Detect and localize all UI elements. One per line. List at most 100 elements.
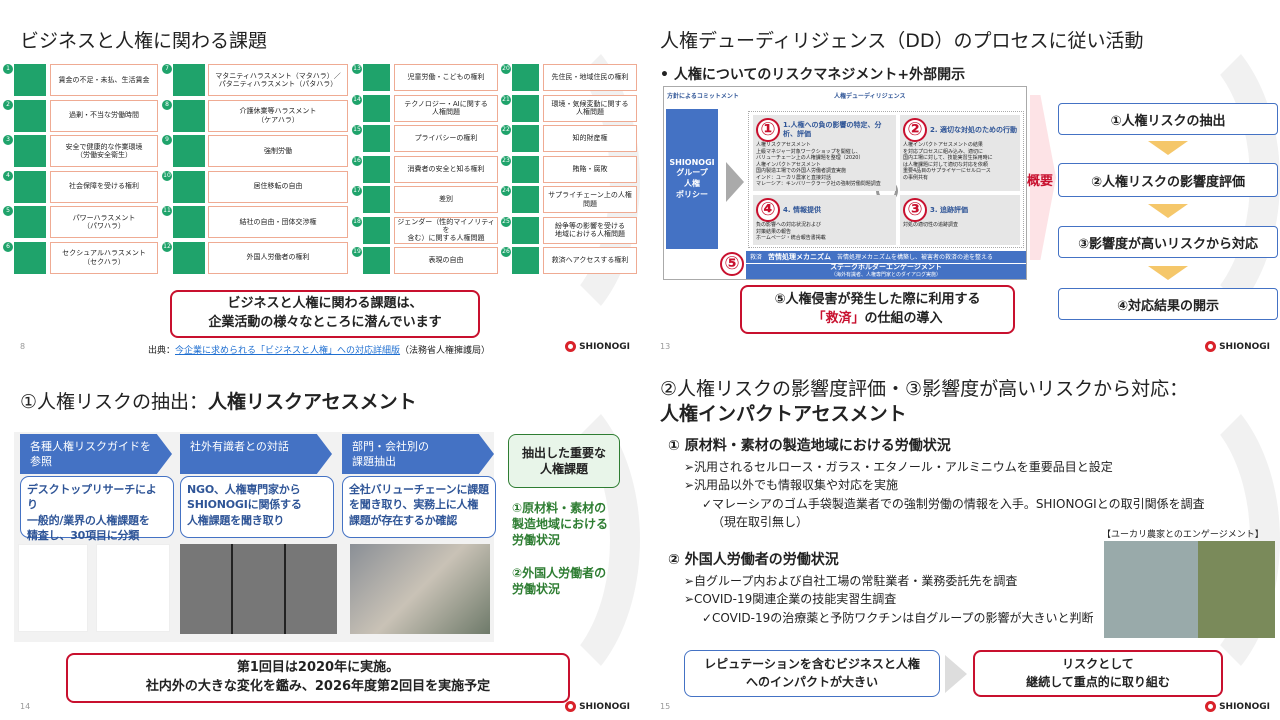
issue-number: 13 [352, 64, 362, 74]
quadrant-line: ホームページ・統合報告書掲載 [756, 235, 826, 241]
quadrant-line: 対策結果の報告 [756, 228, 792, 235]
issue-item: 先住民・地域住民の権利 [543, 64, 637, 91]
issue-pictogram-icon [173, 99, 205, 132]
issue-item: 社会保障を受ける権利 [50, 170, 158, 203]
slide-title: ①人権リスクの抽出：人権リスクアセスメント [20, 387, 417, 414]
issue-number: 19 [352, 247, 362, 257]
stage-description: 全社バリューチェーンに課題 を聞き取り、実務上に人権 課題が存在するか確認 [342, 476, 496, 538]
slide-impact-assessment: ②人権リスクの影響度評価・③影響度が高いリスクから対応： 人権インパクトアセスメ… [640, 360, 1280, 720]
shionogi-logo: SHIONOGI [1205, 701, 1270, 712]
issue-number: 15 [352, 125, 362, 135]
source-suffix: （法務省人権擁護局） [400, 346, 491, 356]
issue-pictogram-icon [173, 64, 205, 96]
issue-pictogram-icon [363, 216, 390, 244]
issue-number: 5 [3, 206, 13, 216]
dd-label: 人権デューディリジェンス [834, 93, 906, 100]
callout-line: ビジネスと人権に関わる課題は、 [227, 296, 423, 312]
page-number: 14 [20, 702, 31, 711]
logo-mark-icon [1205, 701, 1217, 712]
logo-mark-icon [565, 341, 577, 352]
list-item: ➢汎用品以外でも情報収集や対応を実施 [684, 478, 899, 493]
issue-pictogram-icon [512, 247, 539, 274]
issue-number: 9 [162, 135, 172, 145]
impact-box: レピュテーションを含むビジネスと人権へのインパクトが大きい [684, 650, 940, 697]
arrow-right-icon [945, 655, 967, 693]
issue-number: 2 [3, 99, 13, 110]
issue-item: 賃金の不足・未払、生活賃金 [50, 64, 158, 96]
stage-heading: 部門・会社別の 課題抽出 [342, 434, 494, 474]
shionogi-logo: SHIONOGI [565, 701, 630, 712]
issue-item: セクシュアルハラスメント （セクハラ） [50, 241, 158, 274]
policy-line: 人権 [684, 179, 700, 188]
issue-number: 8 [162, 99, 172, 110]
callout-rest: の仕組の導入 [864, 310, 943, 326]
source-link[interactable]: 今企業に求められる「ビジネスと人権」への対応詳細版 [175, 346, 401, 356]
quadrant-line: 人権インパクトアセスメント [756, 161, 821, 168]
issue-item: 居住移転の自由 [208, 170, 348, 203]
issue-item: 外国人労働者の権利 [208, 241, 348, 274]
quadrant-line: は人権課題に対して適切な対応を依頼 [903, 161, 988, 168]
slide-title: ビジネスと人権に関わる課題 [20, 30, 268, 52]
overview-label: 概要 [1027, 174, 1054, 189]
issue-item: 救済へアクセスする権利 [543, 247, 637, 274]
quadrant-line: 国内工場に対して、技能実習生採用時に [903, 155, 993, 161]
commitment-label: 方針によるコミットメント [667, 93, 739, 100]
photo-caption: 【ユーカリ農家とのエンゲージメント】 [1102, 530, 1264, 540]
quadrant-line: 上級マネジャー対象ワークショップを開催し、 [756, 148, 861, 155]
issue-item: 差別 [394, 186, 498, 213]
issue-number: 3 [3, 135, 13, 145]
issue-item: テクノロジー・AIに関する 人権問題 [394, 94, 498, 122]
remedy-bar: 救済 苦情処理メカニズム 苦情処理メカニズムを構築し、被害者の救済の途を整える [746, 251, 1026, 263]
quadrant-line: 人権リスクアセスメント [756, 142, 811, 148]
bullet-text: 人権についてのリスクマネジメント+外部開示 [673, 67, 966, 83]
issue-number: 12 [162, 241, 172, 252]
shionogi-logo: SHIONOGI [1205, 341, 1270, 352]
issue-item: 安全で健康的な作業環境 （労働安全衛生） [50, 135, 158, 167]
mark-1: ① [756, 118, 780, 142]
action-box: リスクとして継続して重点的に取り組む [973, 650, 1223, 697]
result-item: ①原材料・素材の 製造地域における 労働状況 [512, 501, 609, 548]
arrow-down-icon [1148, 141, 1188, 155]
callout-box: ビジネスと人権に関わる課題は、 企業活動の様々なところに潜んでいます [170, 290, 480, 338]
issue-pictogram-icon [512, 216, 539, 244]
issue-pictogram-icon [512, 155, 539, 183]
stage-description: デスクトップリサーチにより 一般的/業界の人権課題を 精査し、30項目に分類 [20, 476, 174, 542]
video-conference-photo [180, 544, 337, 634]
stakeholder-bar: ステークホルダーエンゲージメント（海外有識者、人権専門家とのダイアログ実施） [746, 263, 1026, 279]
remedy-tag: 救済 [750, 254, 763, 261]
issue-list-thumbnail [18, 544, 88, 632]
list-subitem: ✓マレーシアのゴム手袋製造業者での強制労働の情報を入手。SHIONOGIとの取引… [702, 496, 1205, 511]
slide-dd-process: 人権デューディリジェンス（DD）のプロセスに従い活動 • 人権についてのリスクマ… [640, 0, 1280, 360]
issue-pictogram-icon [14, 99, 46, 132]
policy-line: SHIONOGI [669, 158, 715, 167]
callout-line: ⑤人権侵害が発生した際に利用する [774, 291, 981, 307]
issue-item: 紛争等の影響を受ける 地域における人権問題 [543, 216, 637, 244]
issue-number: 6 [3, 241, 13, 252]
section-heading: ① 原材料・素材の製造地域における労働状況 [668, 438, 951, 454]
remedy-desc: 苦情処理メカニズムを構築し、被害者の救済の途を整える [837, 254, 993, 261]
section-raw-materials: ① 原材料・素材の製造地域における労働状況 ➢汎用されるセルロース・ガラス・エタ… [668, 436, 1205, 532]
quadrant-line: の事例共有 [903, 174, 929, 181]
quadrant-lines: 人権インパクトアセスメントの結果を対応プロセスに組み込み、適切に国内工場に対して… [903, 142, 1017, 181]
policy-line: グループ [676, 168, 708, 177]
engagement-photo [1104, 541, 1275, 638]
quadrant-line: を対応プロセスに組み込み、適切に [903, 148, 984, 155]
issue-item: パワーハラスメント （パワハラ） [50, 206, 158, 238]
issue-pictogram-icon [14, 241, 46, 274]
issue-pictogram-icon [173, 206, 205, 238]
box-line: へのインパクトが大きい [745, 674, 878, 689]
issue-pictogram-icon [173, 135, 205, 167]
step-3: ③影響度が高いリスクから対応 [1058, 226, 1278, 258]
title-prefix: ①人権リスクの抽出： [20, 391, 209, 413]
issue-item: 環境・気候変動に関する 人権問題 [543, 94, 637, 122]
issue-item: マタニティハラスメント（マタハラ）／ パタニティハラスメント（パタハラ） [208, 64, 348, 96]
issue-number: 18 [352, 216, 362, 227]
quadrant-title: 4. 情報提供 [783, 205, 821, 214]
mark-4: ④ [756, 198, 780, 222]
issue-item: 知的財産権 [543, 125, 637, 152]
issue-number: 20 [501, 64, 511, 74]
issue-item: 強制労働 [208, 135, 348, 167]
